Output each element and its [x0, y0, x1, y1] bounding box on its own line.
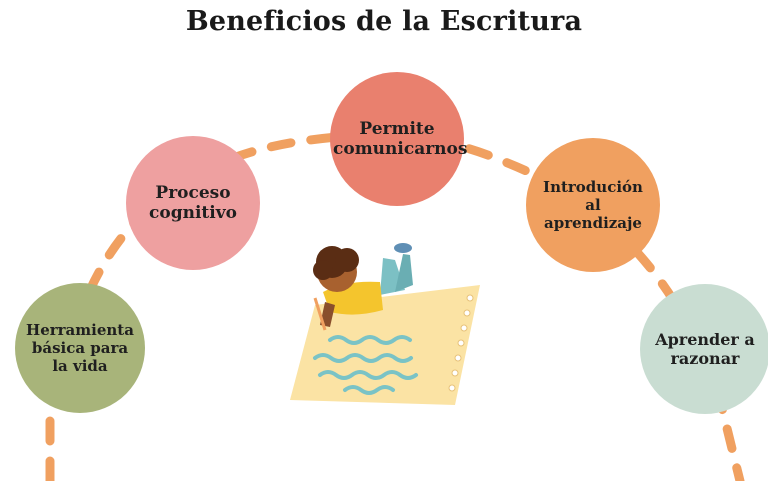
node-label: Permite comunicarnos: [333, 118, 468, 159]
node-aprender-razonar: Aprender a razonar: [640, 284, 768, 414]
node-label: Aprender a razonar: [655, 329, 755, 368]
node-label: Proceso cognitivo: [149, 182, 237, 223]
node-proceso-cognitivo: Proceso cognitivo: [126, 136, 260, 270]
node-introducion-aprendizaje: Introdución al aprendizaje: [526, 138, 660, 272]
node-label: Introdución al aprendizaje: [543, 178, 643, 232]
node-label: Herramienta básica para la vida: [26, 321, 134, 375]
child-writing-illustration: [290, 243, 480, 405]
node-permite-comunicarnos: Permite comunicarnos: [330, 72, 468, 206]
node-herramienta-basica: Herramienta básica para la vida: [15, 283, 145, 413]
page-title: Beneficios de la Escritura: [185, 6, 583, 37]
